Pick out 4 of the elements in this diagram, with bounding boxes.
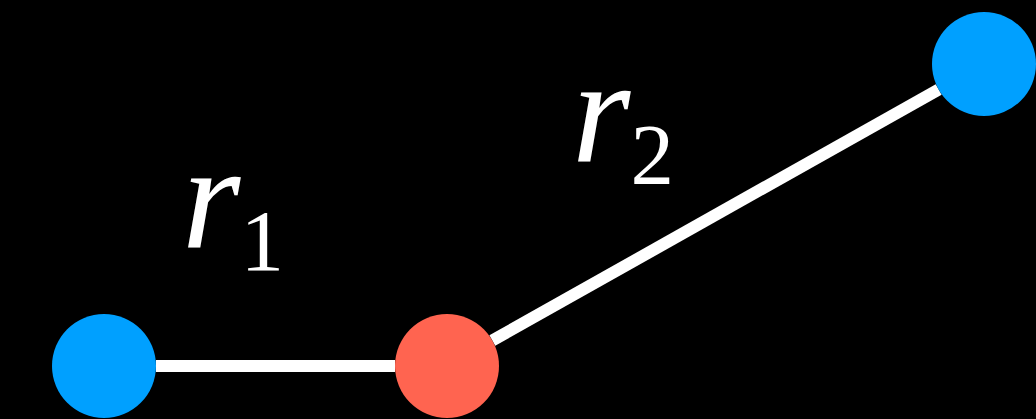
edge-label: r$_{2}$: [572, 36, 674, 186]
edge-label: r$_{1}$: [182, 122, 284, 272]
connector-line: [156, 360, 395, 372]
connector-line: [489, 84, 942, 346]
